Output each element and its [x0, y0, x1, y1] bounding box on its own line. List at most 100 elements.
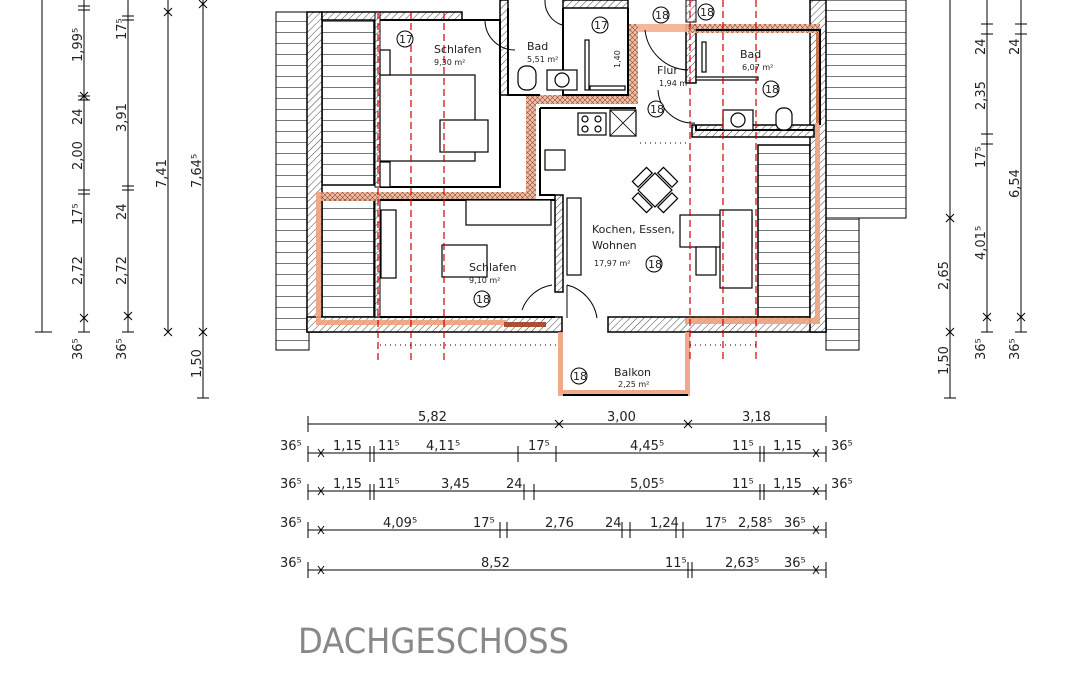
svg-text:3,91: 3,91	[115, 103, 130, 132]
svg-text:11⁵: 11⁵	[378, 439, 400, 454]
room-label-balkon: Balkon	[614, 366, 651, 379]
svg-text:36⁵: 36⁵	[280, 556, 302, 571]
bottom-dimension-chains	[307, 416, 827, 578]
room-area: 2,25 m²	[618, 380, 649, 389]
unit-marker: 18	[655, 9, 669, 22]
svg-text:5,82: 5,82	[418, 410, 447, 425]
room-label-flur: Flur	[657, 64, 678, 77]
svg-text:24: 24	[506, 477, 523, 492]
bath-height-dimension: 1,40	[613, 50, 622, 68]
room-label-schlafen-18: Schlafen	[469, 261, 516, 274]
svg-text:11⁵: 11⁵	[378, 477, 400, 492]
svg-text:3,45: 3,45	[441, 477, 470, 492]
room-label-schlafen-17: Schlafen	[434, 43, 481, 56]
desk-bottom	[441, 244, 488, 278]
svg-text:1,15: 1,15	[333, 477, 362, 492]
unit-marker: 18	[700, 6, 714, 19]
svg-text:17⁵: 17⁵	[71, 203, 86, 225]
svg-text:36⁵: 36⁵	[831, 477, 853, 492]
left-dimension-labels: 1,99⁵ 24 2,00 17⁵ 2,72 36⁵ 17⁵ 3,91 24 2…	[71, 18, 205, 378]
svg-text:11⁵: 11⁵	[732, 477, 754, 492]
svg-text:2,65: 2,65	[937, 261, 952, 290]
svg-text:2,35: 2,35	[974, 81, 989, 110]
svg-text:2,72: 2,72	[71, 256, 86, 285]
svg-text:2,58⁵: 2,58⁵	[738, 516, 772, 531]
room-label-wohnen: Wohnen	[592, 239, 637, 252]
unit-marker: 17	[594, 19, 608, 32]
room-labels: Schlafen 9,30 m² Bad 5,51 m² Flur 1,94 m…	[434, 40, 773, 389]
floor-title: DACHGESCHOSS	[298, 622, 570, 662]
right-dimension-chains	[944, 0, 1027, 399]
unit-marker: 17	[399, 33, 413, 46]
svg-text:1,50: 1,50	[190, 349, 205, 378]
svg-text:17⁵: 17⁵	[974, 146, 989, 168]
dining-table-icon	[631, 166, 679, 214]
svg-text:3,00: 3,00	[607, 410, 636, 425]
svg-text:36⁵: 36⁵	[280, 477, 302, 492]
svg-text:2,72: 2,72	[115, 256, 130, 285]
unit-marker: 18	[476, 293, 490, 306]
svg-text:7,41: 7,41	[155, 159, 170, 188]
dotted-lines	[380, 142, 756, 346]
svg-text:24: 24	[974, 38, 989, 55]
svg-text:1,15: 1,15	[773, 477, 802, 492]
unit-markers: 17 17 18 18 18 18 18 18 18	[396, 3, 780, 385]
highlighted-walls	[316, 24, 821, 396]
svg-text:1,24: 1,24	[650, 516, 679, 531]
roof-overhang	[275, 0, 907, 351]
svg-text:17⁵: 17⁵	[473, 516, 495, 531]
svg-text:4,01⁵: 4,01⁵	[974, 226, 989, 260]
room-area: 9,30 m²	[434, 58, 465, 67]
svg-text:8,52: 8,52	[481, 556, 510, 571]
svg-text:2,00: 2,00	[71, 141, 86, 170]
furniture	[379, 39, 793, 289]
svg-text:3,18: 3,18	[742, 410, 771, 425]
svg-text:11⁵: 11⁵	[665, 556, 687, 571]
svg-text:36⁵: 36⁵	[280, 439, 302, 454]
cabinet	[566, 197, 582, 276]
unit-marker: 18	[765, 83, 779, 96]
svg-text:7,64⁵: 7,64⁵	[190, 154, 205, 188]
room-area: 1,94 m²	[659, 79, 690, 88]
sink-icon	[544, 149, 566, 171]
toilet-icon-2	[775, 107, 793, 131]
room-area: 9,10 m²	[469, 276, 500, 285]
toilet-icon	[517, 65, 537, 91]
room-area: 17,97 m²	[594, 259, 630, 268]
svg-text:17⁵: 17⁵	[705, 516, 727, 531]
svg-text:24: 24	[71, 108, 86, 125]
desk-top	[439, 119, 489, 153]
unit-marker: 18	[573, 370, 587, 383]
svg-text:36⁵: 36⁵	[974, 338, 989, 360]
room-label-kochen: Kochen, Essen,	[592, 223, 675, 236]
svg-text:1,50: 1,50	[937, 346, 952, 375]
svg-text:36⁵: 36⁵	[71, 338, 86, 360]
bed-bottom	[380, 209, 397, 279]
svg-text:17⁵: 17⁵	[528, 439, 550, 454]
svg-text:36⁵: 36⁵	[115, 338, 130, 360]
bottom-dimension-labels: 5,82 3,00 3,18 36⁵ 1,15 11⁵ 4,11⁵ 17⁵ 4,…	[280, 410, 853, 571]
svg-text:1,99⁵: 1,99⁵	[71, 28, 86, 62]
svg-text:36⁵: 36⁵	[784, 556, 806, 571]
svg-text:24: 24	[605, 516, 622, 531]
stove-icon	[577, 112, 607, 136]
svg-text:4,09⁵: 4,09⁵	[383, 516, 417, 531]
svg-text:1,15: 1,15	[333, 439, 362, 454]
svg-text:4,11⁵: 4,11⁵	[426, 439, 460, 454]
svg-text:2,76: 2,76	[545, 516, 574, 531]
door-swings	[484, 0, 696, 319]
room-area: 6,07 m²	[742, 63, 773, 72]
axis-lines	[377, 0, 757, 360]
unit-marker: 18	[650, 103, 664, 116]
svg-text:6,54: 6,54	[1008, 169, 1023, 198]
svg-text:2,63⁵: 2,63⁵	[725, 556, 759, 571]
svg-text:36⁵: 36⁵	[831, 439, 853, 454]
right-dimension-labels: 2,65 1,50 24 2,35 17⁵ 4,01⁵ 36⁵ 24 6,54 …	[937, 38, 1023, 375]
svg-text:24: 24	[1008, 38, 1023, 55]
svg-text:36⁵: 36⁵	[280, 516, 302, 531]
left-dimension-chains	[35, 0, 209, 399]
svg-text:36⁵: 36⁵	[1008, 338, 1023, 360]
unit-marker: 18	[648, 258, 662, 271]
svg-text:5,05⁵: 5,05⁵	[630, 477, 664, 492]
